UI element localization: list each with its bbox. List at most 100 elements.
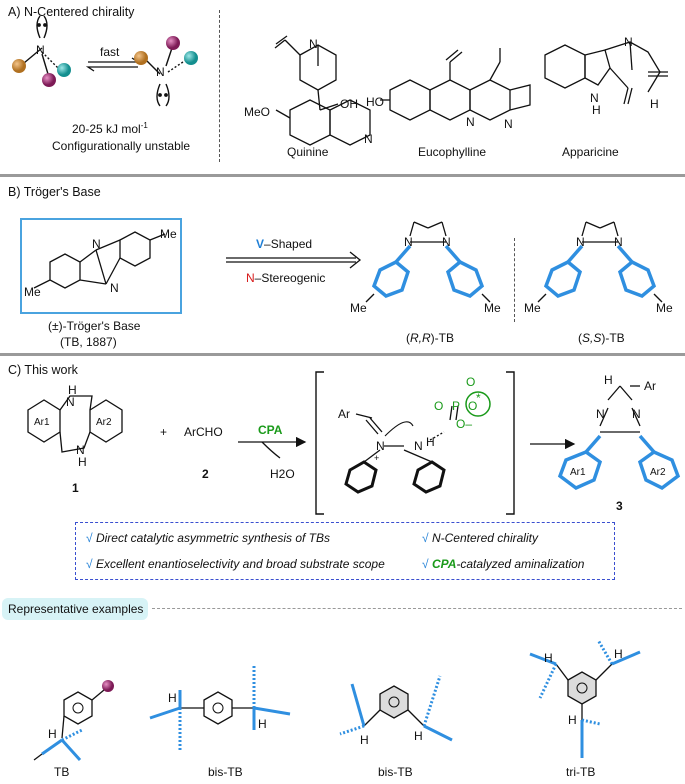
representative-badge [2, 598, 148, 620]
sphere-orange [12, 59, 26, 73]
section-a-title: A) N-Centered chirality [8, 5, 135, 19]
ts-brackets [315, 371, 515, 515]
example-bis-tb-para-structure [149, 666, 291, 752]
eucophylline-structure [380, 48, 531, 121]
product-3-structure [557, 385, 681, 491]
product-number: 3 [616, 499, 623, 513]
example-bis-tb-meta-structure [339, 675, 453, 742]
ts-plus: + [374, 453, 380, 463]
substrate-h-bottom: H [78, 455, 87, 469]
ts-o-left: O [434, 399, 444, 413]
product-n2: N [632, 407, 641, 421]
example-bis-tb-meta-label: bis-TB [378, 765, 413, 779]
catalyst-label: CPA [258, 423, 283, 437]
divider-ab [0, 174, 685, 177]
plus-sign: + [160, 425, 168, 439]
racemic-tb-me2: Me [24, 285, 41, 299]
divider-b-vertical [514, 238, 515, 322]
product-ar: Ar [644, 379, 656, 393]
product-n1: N [596, 407, 605, 421]
ts-o-minus: O– [456, 417, 473, 431]
sphere-magenta [42, 73, 56, 87]
quinine-n-top: N [309, 37, 318, 51]
example-tri-tb-structure [529, 639, 641, 758]
ts-ar: Ar [338, 407, 350, 421]
apparicine-n-top: N [624, 35, 633, 49]
rr-tb-caption: (R,R)-TB [406, 331, 454, 345]
racemic-tb-caption: (±)-Tröger's Base [48, 319, 141, 333]
ts-o-top: O [466, 375, 476, 389]
example-tb-label: TB [54, 765, 70, 779]
ss-tb-caption: (S,S)-TB [578, 331, 625, 345]
energy-barrier: 20-25 kJ mol-1 [72, 121, 148, 136]
rr-tb-structure [365, 221, 491, 303]
apparicine-h1: H [592, 103, 601, 117]
apparicine-structure [544, 41, 668, 105]
example-bis-tb-meta-h1: H [360, 733, 369, 747]
example-bis-tb-para-h2: H [258, 717, 267, 731]
quinine-n-ring: N [364, 132, 373, 146]
substrate-ar1: Ar1 [34, 417, 50, 428]
apparicine-h2: H [650, 97, 659, 111]
substrate-n-top: N [66, 395, 75, 409]
racemic-tb-n1: N [92, 237, 101, 251]
example-tb-structure [33, 680, 114, 762]
amine-right-n-label: N [156, 65, 165, 79]
eucophylline-n2: N [504, 117, 513, 131]
equilibrium-label: fast [100, 45, 120, 59]
features-box [75, 522, 615, 580]
example-bis-tb-para-h1: H [168, 691, 177, 705]
eucophylline-n1: N [466, 115, 475, 129]
racemic-tb-structure [33, 231, 166, 289]
quinine-name: Quinine [287, 145, 329, 159]
byproduct-label: H2O [270, 467, 295, 481]
v-shaped-label: V–Shaped [256, 237, 313, 251]
feature-3: √ Excellent enantioselectivity and broad… [86, 557, 385, 571]
example-tri-tb-label: tri-TB [566, 765, 596, 779]
quinine-meo: MeO [244, 105, 271, 119]
racemic-tb-n2: N [110, 281, 119, 295]
quinine-oh: OH [340, 97, 358, 111]
apparicine-name: Apparicine [562, 145, 619, 159]
quinine-structure [274, 35, 371, 146]
example-tri-tb-h3: H [568, 713, 577, 727]
product-ar2: Ar2 [650, 467, 666, 478]
transition-state-structure [344, 391, 491, 494]
substrate-ar2: Ar2 [96, 417, 112, 428]
ss-tb-n2: N [614, 235, 623, 249]
sphere-teal [57, 63, 71, 77]
catalyst-arrow [238, 436, 307, 459]
substrate-h-top: H [68, 383, 77, 397]
rr-tb-n1: N [404, 235, 413, 249]
eucophylline-ho: HO [366, 95, 384, 109]
product-ar1: Ar1 [570, 467, 586, 478]
ts-n-plus: N [376, 439, 385, 453]
amine-right [134, 36, 198, 107]
feature-2: √ N-Centered chirality [422, 531, 538, 545]
section-c-title: C) This work [8, 363, 78, 377]
amine-left-n-label: N [36, 43, 45, 57]
ss-tb-me2: Me [656, 301, 673, 315]
substrate-1-structure [27, 395, 123, 453]
divider-a-vertical [219, 10, 220, 162]
reagent-label: ArCHO [184, 425, 223, 439]
example-bis-tb-para-label: bis-TB [208, 765, 243, 779]
n-stereogenic-label: N–Stereogenic [246, 271, 326, 285]
product-h: H [604, 373, 613, 387]
ss-tb-structure [537, 221, 663, 303]
racemic-tb-subcaption: (TB, 1887) [60, 335, 117, 349]
racemic-tb-me1: Me [160, 227, 177, 241]
apparicine-nh: N [590, 91, 599, 105]
amine-left [12, 15, 71, 87]
ts-p: P [452, 399, 461, 413]
example-bis-tb-meta-h2: H [414, 729, 423, 743]
rr-tb-me1: Me [350, 301, 367, 315]
feature-1: √ Direct catalytic asymmetric synthesis … [86, 531, 330, 545]
ts-n-h: N [414, 439, 423, 453]
racemic-tb-box [20, 218, 182, 314]
substrate-number: 1 [72, 481, 79, 495]
ts-chiral-star: * [476, 391, 481, 405]
ss-tb-n1: N [576, 235, 585, 249]
